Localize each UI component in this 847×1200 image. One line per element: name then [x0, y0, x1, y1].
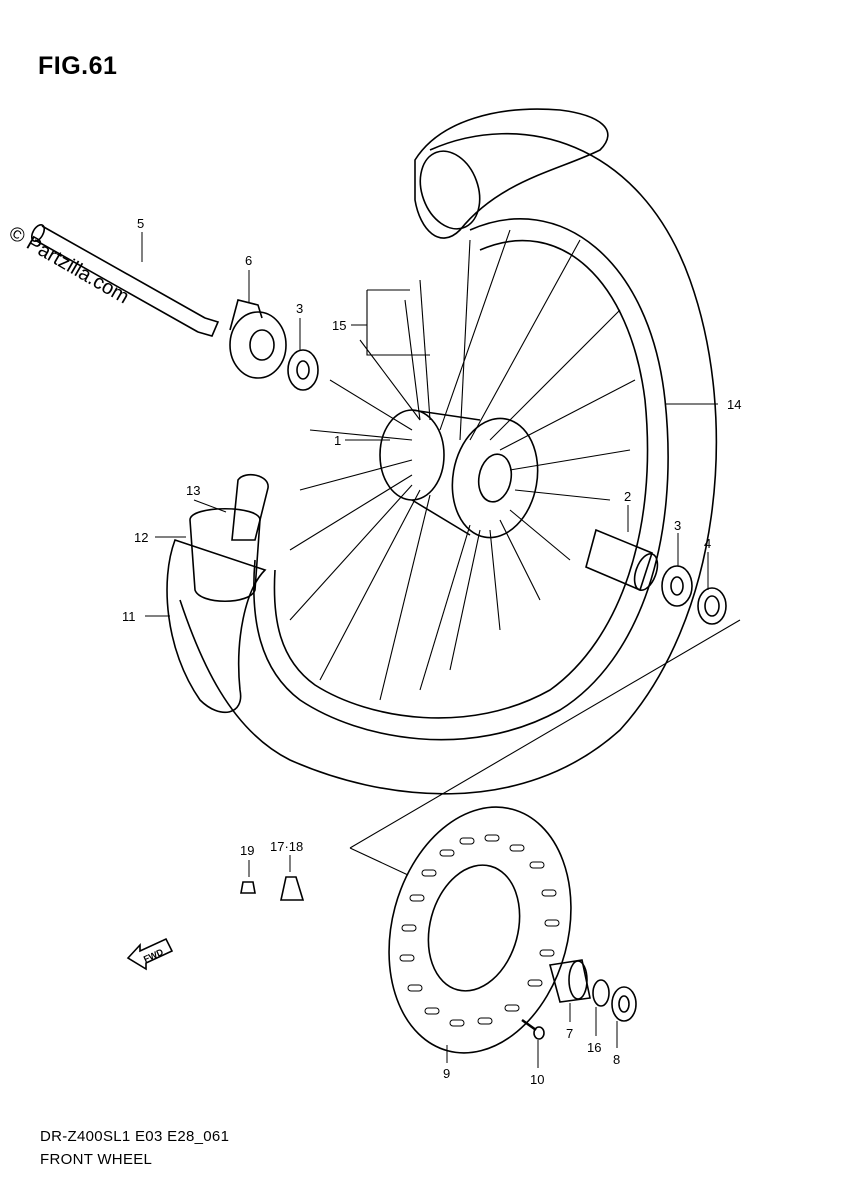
- figure-title: FIG.61: [38, 52, 118, 80]
- spokes: [289, 229, 636, 701]
- callout-12: 12: [134, 530, 148, 545]
- model-code: DR-Z400SL1 E03 E28_061: [40, 1128, 230, 1145]
- callout-11: 11: [122, 609, 136, 624]
- oil-seal-left: [611, 986, 637, 1022]
- figure-caption: FRONT WHEEL: [40, 1151, 153, 1168]
- bracket-15: [366, 289, 430, 356]
- disc-bolt-head: [533, 1026, 545, 1040]
- bearing-right: [661, 565, 693, 607]
- brake-disc-center: [427, 864, 521, 992]
- tire-tread-left: [166, 538, 267, 714]
- disc-bolt: [521, 1018, 537, 1032]
- rim-inner: [273, 239, 649, 719]
- bearing-left-bore: [296, 360, 310, 380]
- spacer-end: [633, 553, 659, 591]
- speedo-gearbox-bore: [249, 329, 275, 361]
- callout-3-left: 3: [296, 301, 303, 316]
- callout-19: 19: [240, 843, 254, 858]
- callout-13: 13: [186, 483, 200, 498]
- oil-seal-left-bore: [618, 995, 630, 1013]
- speedo-gearbox-arm: [229, 299, 263, 331]
- valve: [280, 876, 305, 901]
- callout-3-right: 3: [674, 518, 681, 533]
- callout-labels: 5 6 3 15 1 14 2 3 4 13 12 11 19 17·18 7 …: [122, 216, 741, 1087]
- callout-6: 6: [245, 253, 252, 268]
- callout-7: 7: [566, 1026, 573, 1041]
- tire-tube-section: [189, 507, 261, 603]
- bearing-right-bore: [670, 576, 684, 596]
- callout-4: 4: [704, 536, 711, 551]
- brake-disc: [388, 806, 572, 1054]
- leader-lines: [141, 232, 718, 1068]
- hub-body: [411, 409, 481, 536]
- hub-right-flange: [451, 417, 539, 539]
- callout-2: 2: [624, 489, 631, 504]
- oil-seal-right: [697, 587, 727, 625]
- callout-8: 8: [613, 1052, 620, 1067]
- hub-bore: [477, 453, 513, 503]
- callout-17-18: 17·18: [270, 839, 303, 854]
- oil-seal-right-bore: [704, 595, 720, 617]
- tire-outer: [179, 132, 718, 795]
- callout-16: 16: [587, 1040, 601, 1055]
- callout-5: 5: [137, 216, 144, 231]
- disc-side-spacer-end: [568, 960, 588, 1000]
- tire-tread-top: [414, 108, 609, 239]
- valve-cap: [240, 881, 256, 894]
- brake-disc-holes: [399, 834, 560, 1027]
- callout-10: 10: [530, 1072, 544, 1087]
- callout-14: 14: [727, 397, 741, 412]
- tire-section-cut: [419, 150, 481, 230]
- speedo-gearbox: [229, 311, 287, 379]
- callout-1: 1: [334, 433, 341, 448]
- tire-inner-rim: [253, 218, 669, 741]
- bearing-left: [287, 349, 319, 391]
- callout-9: 9: [443, 1066, 450, 1081]
- fwd-arrow-icon: [126, 937, 174, 971]
- front-axle: [34, 225, 220, 337]
- hub-left-flange: [379, 409, 445, 501]
- front-axle-end: [30, 224, 46, 242]
- valve-stem-tube: [231, 473, 269, 541]
- washer: [592, 979, 610, 1007]
- assembly-line-disc: [349, 619, 741, 876]
- callout-15: 15: [332, 318, 346, 333]
- disc-side-spacer: [548, 959, 591, 1003]
